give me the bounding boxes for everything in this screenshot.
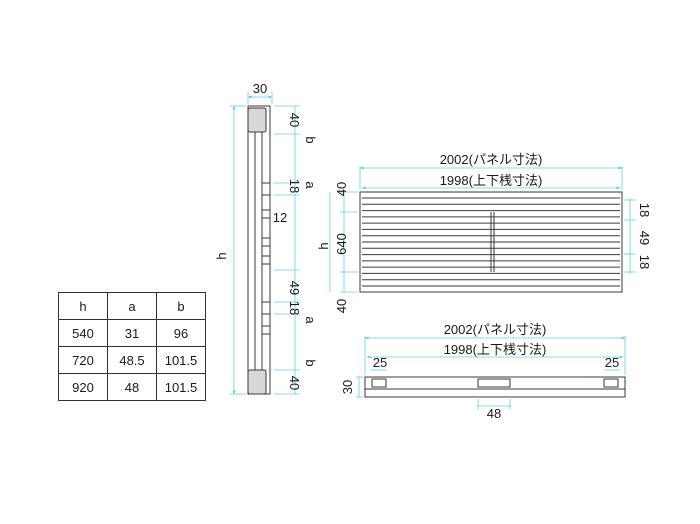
front-top-end-label: 40 xyxy=(334,182,349,196)
table-row: 720 48.5 101.5 xyxy=(58,346,206,374)
center-clip xyxy=(477,378,511,388)
side-bottom-end-label: 40 xyxy=(287,376,302,390)
rail-outline xyxy=(364,376,626,398)
plan-depth-label: 30 xyxy=(340,380,355,394)
bottom-rail-cap xyxy=(247,369,267,395)
rail-block xyxy=(261,255,271,265)
front-right-18-bottom-label: 18 xyxy=(637,255,652,269)
plan-rail-width-label: 1998(上下桟寸法) xyxy=(444,342,547,357)
front-panel-width-label: 2002(パネル寸法) xyxy=(440,152,543,167)
plan-panel-width-label: 2002(パネル寸法) xyxy=(444,322,547,337)
side-upper-a-label: a xyxy=(303,181,318,189)
plan-right-25-label: 25 xyxy=(605,355,619,370)
right-bracket xyxy=(603,378,619,388)
left-bracket xyxy=(371,378,387,388)
rail-block xyxy=(261,237,271,247)
side-height-label: h xyxy=(214,252,229,259)
table-row: 920 48 101.5 xyxy=(58,373,206,401)
table-row: 540 31 96 xyxy=(58,319,206,347)
rail-block xyxy=(261,209,271,219)
table-header-a: a xyxy=(107,292,157,320)
side-top-end-label: 40 xyxy=(287,113,302,127)
table-header-b: b xyxy=(156,292,206,320)
table-cell: 48 xyxy=(107,373,157,401)
table-cell: 48.5 xyxy=(107,346,157,374)
side-width-label: 30 xyxy=(253,81,267,96)
table-cell: 720 xyxy=(58,346,108,374)
plan-view: 2002(パネル寸法) 1998(上下桟寸法) 25 25 30 48 xyxy=(340,322,626,421)
front-height-label: h xyxy=(316,242,331,249)
table-cell: 920 xyxy=(58,373,108,401)
plan-left-25-label: 25 xyxy=(373,355,387,370)
size-table: h a b 540 31 96 720 48.5 101.5 920 48 10… xyxy=(58,292,206,401)
side-slot-label: 12 xyxy=(273,210,287,225)
front-right-49-label: 49 xyxy=(637,231,652,245)
table-cell: 96 xyxy=(156,319,206,347)
side-lower-a-label: a xyxy=(303,316,318,324)
table-header-row: h a b xyxy=(58,292,206,320)
table-cell: 540 xyxy=(58,319,108,347)
front-rail-width-label: 1998(上下桟寸法) xyxy=(440,173,543,188)
top-rail-cap xyxy=(247,107,267,133)
table-cell: 31 xyxy=(107,319,157,347)
front-inner-label: 640 xyxy=(334,233,349,255)
side-section-view: 30 h 40 b 18 a 12 49 18 a b 40 xyxy=(214,81,318,395)
table-header-h: h xyxy=(58,292,108,320)
side-lower-rail-label: 18 xyxy=(287,301,302,315)
plan-center-label: 48 xyxy=(487,406,501,421)
side-frame xyxy=(247,105,271,395)
rail-block xyxy=(261,182,271,196)
side-lower-gap-label: b xyxy=(303,359,318,366)
side-upper-rail-label: 18 xyxy=(287,179,302,193)
rail-block xyxy=(261,325,271,335)
front-elevation-view: 2002(パネル寸法) 1998(上下桟寸法) 40 h 640 40 18 4… xyxy=(316,152,652,313)
panel-outline xyxy=(359,191,623,293)
front-bottom-end-label: 40 xyxy=(334,299,349,313)
rail-block xyxy=(261,301,271,315)
front-right-18-top-label: 18 xyxy=(637,203,652,217)
table-cell: 101.5 xyxy=(156,346,206,374)
table-cell: 101.5 xyxy=(156,373,206,401)
side-lower-49-label: 49 xyxy=(287,281,302,295)
side-upper-gap-label: b xyxy=(303,136,318,143)
